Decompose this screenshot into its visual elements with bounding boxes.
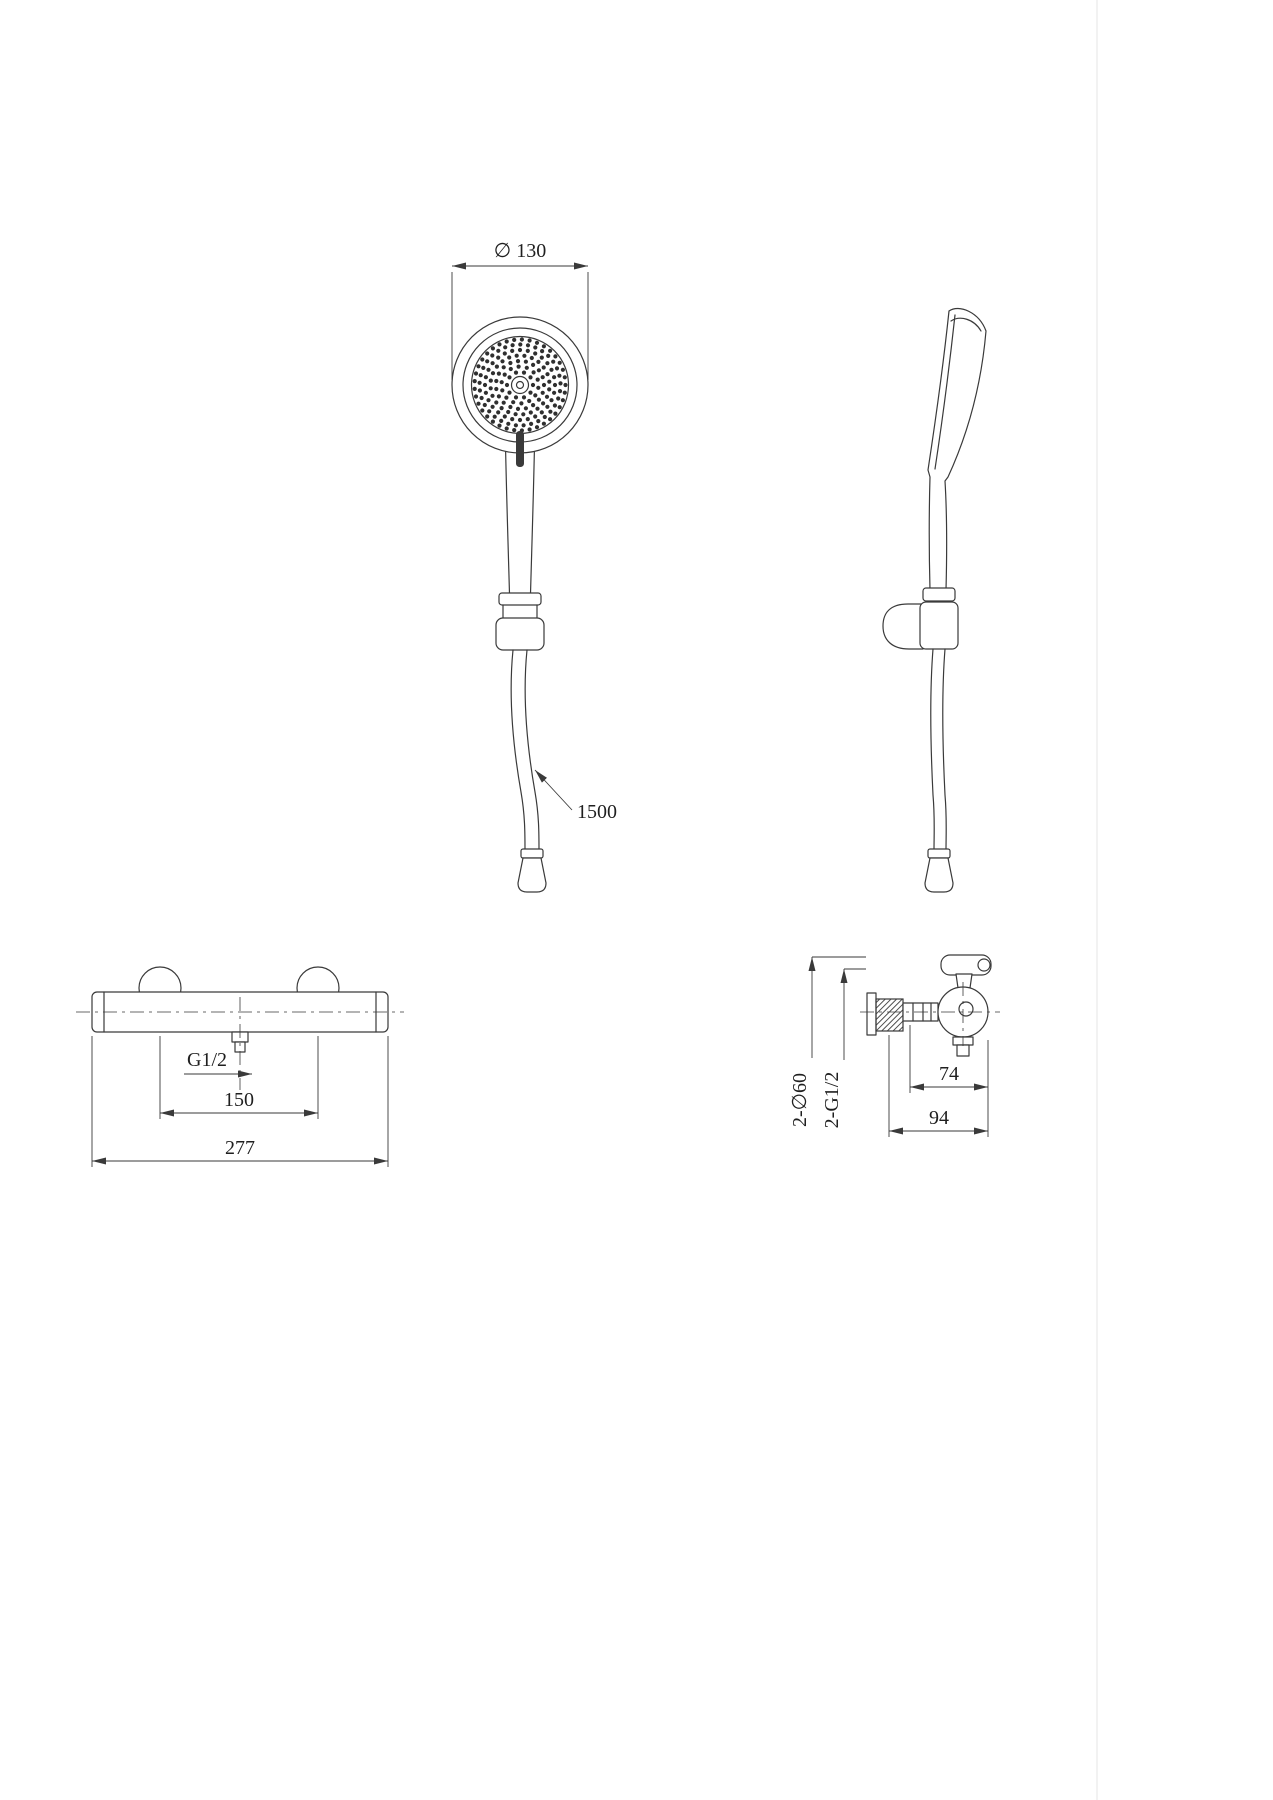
head-diameter-label: ∅ 130 bbox=[494, 240, 546, 262]
shower-head-side bbox=[927, 307, 987, 591]
handle-stem bbox=[955, 973, 973, 989]
spray-nozzle-dots bbox=[472, 337, 568, 433]
escutcheons-label: 2-∅60 bbox=[789, 1073, 811, 1127]
dim-hose-length: 1500 bbox=[534, 769, 617, 823]
view-handshower-front: ∅ 130 1 bbox=[451, 240, 617, 893]
hose-ferrule-side bbox=[927, 848, 951, 859]
leader-escutcheons: 2-∅60 bbox=[789, 956, 866, 1127]
hose-length-label: 1500 bbox=[577, 801, 617, 823]
shower-hose-front bbox=[510, 649, 547, 893]
depth-body-label: 74 bbox=[939, 1063, 959, 1085]
dim-depth-body: 74 bbox=[909, 1025, 989, 1137]
wall-flange-hatched bbox=[875, 998, 904, 1032]
hose-holder-side bbox=[882, 587, 959, 650]
shower-hose-side bbox=[924, 648, 954, 893]
dim-head-diameter: ∅ 130 bbox=[451, 240, 589, 380]
dim-outlet-thread: G1/2 bbox=[184, 1049, 252, 1078]
dim-overall-width: 277 bbox=[91, 1036, 389, 1167]
depth-overall-label: 94 bbox=[929, 1107, 949, 1129]
wall-plate bbox=[866, 992, 877, 1036]
outlet-thread-label: G1/2 bbox=[187, 1049, 227, 1071]
leader-inlet-threads: 2-G1/2 bbox=[821, 968, 866, 1129]
mode-switch bbox=[516, 431, 524, 467]
holder-wall-hook bbox=[882, 603, 924, 650]
head-center-button bbox=[510, 375, 530, 395]
hose-end-cone-side bbox=[924, 857, 954, 893]
view-mixer-front: G1/2 150 277 bbox=[76, 966, 404, 1167]
dim-valve-centers: 150 bbox=[159, 1036, 319, 1119]
inlet-threads-label: 2-G1/2 bbox=[821, 1072, 843, 1129]
valve-centers-label: 150 bbox=[224, 1089, 254, 1111]
hose-holder-front bbox=[495, 592, 545, 651]
overall-width-label: 277 bbox=[225, 1137, 255, 1159]
valve-handle-side bbox=[940, 954, 992, 989]
dim-depth-overall: 94 bbox=[888, 1035, 988, 1137]
shower-head-front bbox=[451, 316, 589, 467]
handle-cap bbox=[977, 958, 991, 972]
hose-end-cone-front bbox=[517, 857, 547, 893]
view-handshower-side bbox=[882, 307, 987, 893]
view-mixer-side: 2-∅60 2-G1/2 74 94 bbox=[789, 954, 1000, 1137]
hose-ferrule-front bbox=[520, 848, 544, 859]
